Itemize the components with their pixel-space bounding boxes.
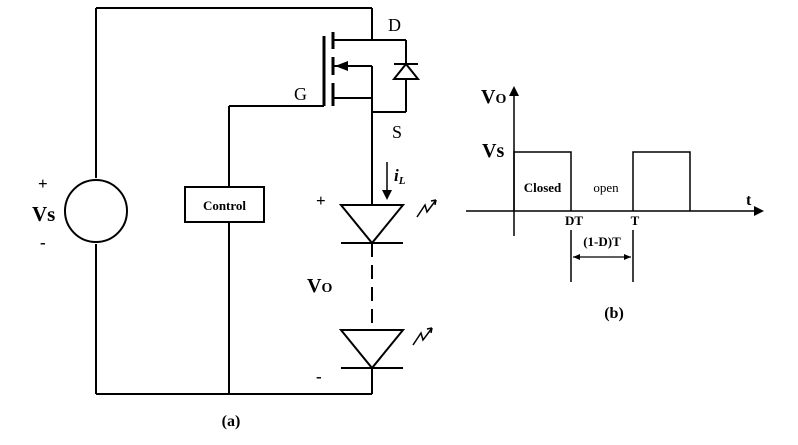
gate-label: G	[294, 84, 307, 104]
t-tick-label: T	[631, 213, 640, 228]
interval-arrowhead-right	[624, 254, 631, 260]
closed-state-label: Closed	[524, 180, 562, 195]
dt-tick-label: DT	[565, 213, 583, 228]
open-interval-label: (1-D)T	[583, 234, 621, 249]
pulse-train	[513, 151, 691, 211]
level-label: Vs	[482, 140, 504, 162]
led-top-emission-arrowhead	[430, 199, 437, 206]
interval-arrowhead-left	[573, 254, 580, 260]
body-arrow	[335, 61, 348, 71]
mosfet-switch	[322, 8, 373, 106]
led-top-emission-icon	[416, 199, 437, 218]
y-axis-label: VO	[481, 86, 506, 108]
drain-label: D	[388, 15, 401, 35]
output-waveform: VO Vs t Closed open DT T (1-D)T (b)	[466, 86, 764, 322]
led-bottom-emission-arrowhead	[426, 327, 433, 334]
current-label: iL	[394, 166, 406, 187]
output-voltage-label: VO	[307, 275, 332, 297]
source-terminal-label: S	[392, 122, 402, 142]
led-bottom-emission-icon	[412, 327, 433, 346]
control-label: Control	[203, 198, 246, 213]
led-bottom	[338, 327, 433, 370]
load-plus-sign: +	[316, 191, 326, 210]
caption-a: (a)	[222, 413, 241, 430]
control-block	[184, 186, 265, 223]
source-minus-sign: -	[40, 233, 46, 252]
led-top-triangle	[338, 204, 406, 245]
circuit-schematic: + Vs - D G S	[32, 7, 437, 430]
caption-b: (b)	[604, 305, 624, 322]
x-axis-label: t	[746, 192, 752, 209]
body-diode	[372, 39, 421, 113]
load-minus-sign: -	[316, 367, 322, 386]
source-plus-sign: +	[38, 174, 48, 193]
voltage-source-circle	[64, 179, 128, 243]
source-label: Vs	[32, 202, 55, 226]
diode-triangle	[391, 62, 421, 80]
open-state-label: open	[593, 180, 619, 195]
led-bottom-triangle	[338, 329, 406, 370]
led-top	[338, 199, 437, 245]
